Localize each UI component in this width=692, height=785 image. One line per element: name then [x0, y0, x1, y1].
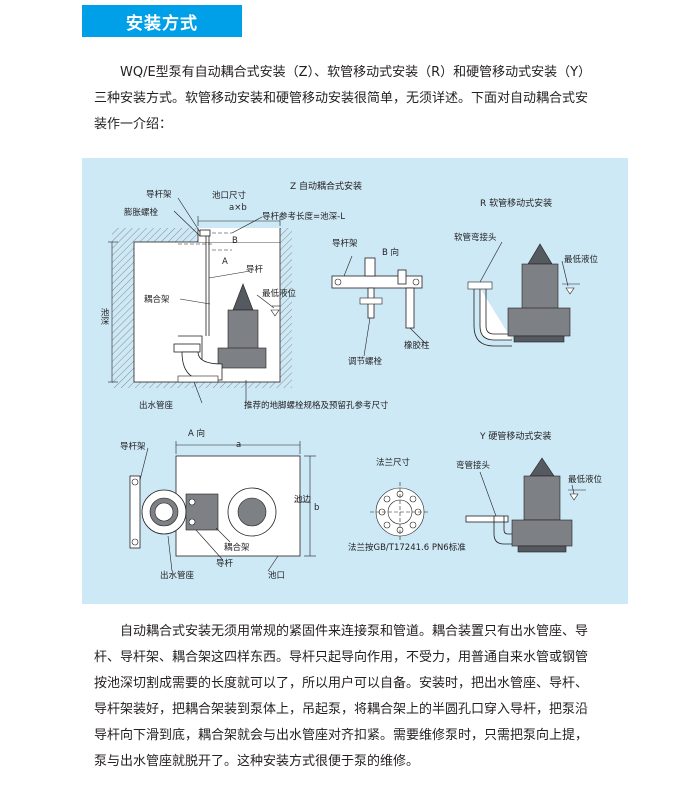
z-coupling-frame-label: 耦合架 [144, 294, 170, 305]
a-x-b-label: a×b [229, 203, 247, 213]
intro-line: 三种安装方式。软管移动安装和硬管移动安装很简单，无须详述。下面对自动耦合式安 [94, 91, 589, 106]
body-line: 导杆向下滑到底，耦合架就会与出水管座对齐扣紧。需要维修泵时，只需把泵向上提， [94, 728, 589, 743]
body-line: 泵与出水管座就脱开了。这种安装方式很便于泵的维修。 [94, 754, 420, 769]
z-guide-rail-label: 导杆 [246, 264, 264, 275]
hose-flange [467, 281, 493, 290]
pit-opening-label: 池口 [268, 570, 285, 581]
intro-line: WQ/E型泵有自动耦合式安装（Z）、软管移动式安装（R）和硬管移动式安装（Y） [120, 65, 592, 80]
a-view-title: A 向 [188, 428, 205, 439]
z-min-level-label: 最低液位 [262, 288, 297, 299]
pit-size-label: 池口尺寸 [212, 190, 247, 201]
z-coupled-installation: Z 自动耦合式安装 池口尺寸 a×b 导杆架 膨胀螺栓 导杆参考长度=池深-L … [99, 180, 389, 411]
flange-standard-label: 法兰按GB/T17241.6 PN6标准 [348, 542, 466, 553]
z-outlet-base-label: 出水管座 [139, 400, 174, 411]
pit-depth-label: 池深 [99, 307, 109, 326]
pump-plan-core [237, 497, 267, 527]
rubber-post-shape [405, 287, 415, 329]
r-pump-volute [507, 307, 571, 337]
a-mark: A [222, 257, 228, 267]
b-view: B 向 导杆架 橡胶柱 调节螺栓 [331, 238, 430, 367]
r-pump-body [521, 263, 559, 311]
body-line: 杆、导杆架、耦合架这四样东西。导杆只起导向作用，不受力，用普通自来水管或钢管 [94, 650, 589, 665]
y-min-level-label: 最低液位 [568, 474, 603, 485]
flange-title: 法兰尺寸 [376, 457, 411, 468]
z-pump-body [227, 309, 259, 351]
pool-edge-label: 池边 [294, 494, 312, 505]
guide-frame-left [129, 475, 141, 549]
b-mark: B [232, 236, 238, 246]
installation-drawing: Z 自动耦合式安装 池口尺寸 a×b 导杆架 膨胀螺栓 导杆参考长度=池深-L … [99, 180, 603, 581]
y-pump-body [523, 475, 561, 521]
b-guide-rail-frame-label: 导杆架 [332, 238, 358, 249]
body-paragraph: 自动耦合式安装无须用常规的紧固件来连接泵和管道。耦合装置只有出水管座、导 杆、导… [94, 619, 588, 775]
y-pump-top [529, 457, 555, 477]
z-pump-volute [217, 347, 267, 369]
y-elbow-flange [465, 515, 509, 523]
a-view-b-mark: b [314, 503, 319, 513]
a-guide-rail-label: 导杆 [216, 558, 234, 569]
intro-paragraph: WQ/E型泵有自动耦合式安装（Z）、软管移动式安装（R）和硬管移动式安装（Y） … [94, 60, 591, 138]
adjust-bolt-label: 调节螺栓 [348, 356, 383, 367]
z-guide-rail-frame-label: 导杆架 [146, 189, 172, 200]
a-view: A 向 a b 导杆架 池边 耦合架 导杆 出水管座 池口 [120, 428, 319, 581]
r-min-level-label: 最低液位 [564, 254, 599, 265]
b-view-frame-bar [331, 275, 423, 289]
r-hose-installation: R 软管移动式安装 软管弯接头 最低液位 [454, 197, 599, 347]
body-line: 导杆架装好，把耦合架装到泵体上，吊起泵，将耦合架上的半圆孔口穿入导杆，把泵沿 [94, 702, 589, 717]
rubber-post-label: 橡胶柱 [404, 340, 430, 351]
elbow-joint-label: 弯管接头 [456, 460, 491, 471]
a-view-a-mark: a [236, 440, 241, 450]
rail-length-label: 导杆参考长度=池深-L [262, 211, 345, 222]
z-title: Z 自动耦合式安装 [290, 180, 362, 192]
a-outlet-base-label: 出水管座 [160, 570, 195, 581]
y-level-triangle [569, 493, 579, 501]
guide-rail-frame-mark [199, 229, 211, 237]
outlet-base-shape [181, 351, 223, 381]
pit-opening [198, 228, 280, 242]
section-title: 安装方式 [82, 5, 242, 37]
y-pump-volute [511, 519, 573, 547]
hose-joint-label: 软管弯接头 [454, 232, 497, 243]
r-pump-top [527, 243, 553, 265]
a-coupling-frame-label: 耦合架 [224, 542, 250, 553]
bolt-note-label: 推荐的地脚螺栓规格及预留孔参考尺寸 [244, 400, 389, 411]
flange-drawing: 法兰尺寸 法兰按GB/T17241.6 PN6标准 [348, 457, 466, 553]
installation-diagram: Z 自动耦合式安装 池口尺寸 a×b 导杆架 膨胀螺栓 导杆参考长度=池深-L … [82, 158, 628, 604]
b-view-title: B 向 [382, 247, 399, 258]
intro-line: 装作一介绍： [94, 117, 173, 132]
z-level-triangle [270, 309, 280, 317]
body-line: 自动耦合式安装无须用常规的紧固件来连接泵和管道。耦合装置只有出水管座、导 [120, 624, 589, 639]
r-level-triangle [565, 287, 575, 295]
r-title: R 软管移动式安装 [480, 197, 552, 209]
outlet-pipe-flange [173, 343, 201, 353]
y-rigid-installation: Y 硬管移动式安装 弯管接头 最低液位 [456, 430, 603, 553]
expansion-bolt-label: 膨胀螺栓 [124, 207, 159, 218]
body-line: 按池深切割成需要的长度就可以了，所以用户可以自备。安装时，把出水管座、导杆、 [94, 676, 589, 691]
y-title: Y 硬管移动式安装 [479, 430, 551, 442]
a-guide-rail-frame-label: 导杆架 [120, 441, 146, 452]
